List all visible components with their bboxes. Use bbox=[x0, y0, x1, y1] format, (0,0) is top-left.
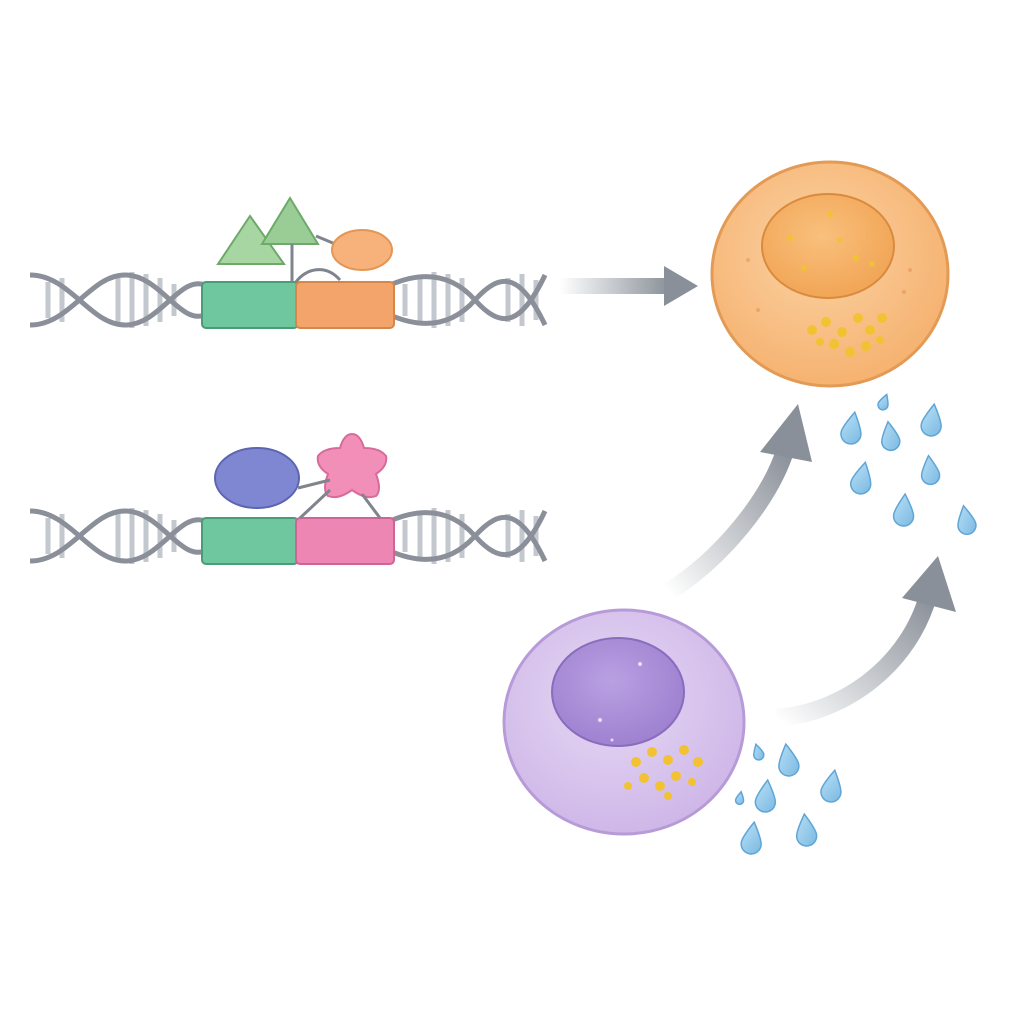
droplet-icon bbox=[734, 790, 745, 806]
gene-segment-green bbox=[201, 281, 299, 329]
dna-strand bbox=[29, 272, 206, 328]
cell-icon bbox=[502, 608, 746, 836]
droplet-icon bbox=[877, 393, 889, 411]
gene-segment-green bbox=[201, 517, 299, 565]
droplet-icon bbox=[957, 504, 977, 536]
cell-orange bbox=[710, 160, 950, 388]
cell-purple bbox=[502, 608, 746, 836]
dna-helix-icon bbox=[29, 272, 548, 328]
dna-strand bbox=[29, 272, 206, 328]
granules bbox=[787, 211, 887, 357]
droplet-icon bbox=[850, 460, 872, 495]
dna-helix-top bbox=[29, 196, 548, 329]
nucleus bbox=[551, 637, 685, 747]
dna-strand bbox=[389, 515, 548, 563]
droplet-icon bbox=[740, 820, 762, 855]
arrow-shaft-curved bbox=[663, 445, 795, 600]
factor-linker bbox=[294, 268, 342, 283]
arrow-shaft-horizontal bbox=[560, 278, 670, 294]
arrow-shaft-curved bbox=[775, 593, 937, 727]
droplet-icon bbox=[881, 420, 901, 452]
dna-strand bbox=[389, 279, 548, 327]
dna-strand bbox=[29, 508, 206, 564]
droplet-icon bbox=[920, 402, 942, 437]
droplet-icon bbox=[754, 778, 777, 813]
arrow-head bbox=[760, 404, 812, 462]
dna-helix-icon bbox=[29, 508, 548, 564]
arrow-head bbox=[902, 556, 956, 612]
dna-rungs-right-bottom bbox=[402, 508, 539, 564]
cell-speckles bbox=[746, 258, 912, 312]
droplets-upper bbox=[840, 393, 977, 536]
cell-speckles bbox=[598, 662, 642, 742]
cell-icon bbox=[710, 160, 950, 388]
dna-strand bbox=[29, 508, 206, 564]
arrow-icon bbox=[775, 556, 956, 727]
droplet-icon bbox=[778, 742, 800, 777]
gene-segment-orange bbox=[295, 281, 395, 329]
factor-linkers-bottom bbox=[297, 478, 382, 520]
dna-rungs-right-top bbox=[402, 272, 539, 328]
gene-segment-pink bbox=[295, 517, 395, 565]
granules bbox=[624, 745, 703, 800]
droplet-icon bbox=[840, 410, 862, 445]
arrow-icon bbox=[560, 266, 698, 306]
star-protein-icon bbox=[316, 432, 388, 499]
arrow-icon bbox=[663, 404, 812, 600]
droplet-icon bbox=[920, 454, 941, 486]
nucleus bbox=[761, 193, 895, 299]
droplet-icon bbox=[892, 492, 915, 527]
arrow-head bbox=[664, 266, 698, 306]
droplet-icon bbox=[795, 812, 818, 847]
droplets-lower bbox=[734, 742, 842, 855]
ellipse-protein-icon bbox=[331, 229, 393, 271]
droplet-icon bbox=[820, 768, 842, 803]
triangle-protein-icon bbox=[216, 196, 341, 282]
ellipse-protein-icon bbox=[214, 447, 300, 509]
dna-helix-bottom bbox=[29, 432, 548, 565]
droplet-icon bbox=[753, 742, 765, 761]
